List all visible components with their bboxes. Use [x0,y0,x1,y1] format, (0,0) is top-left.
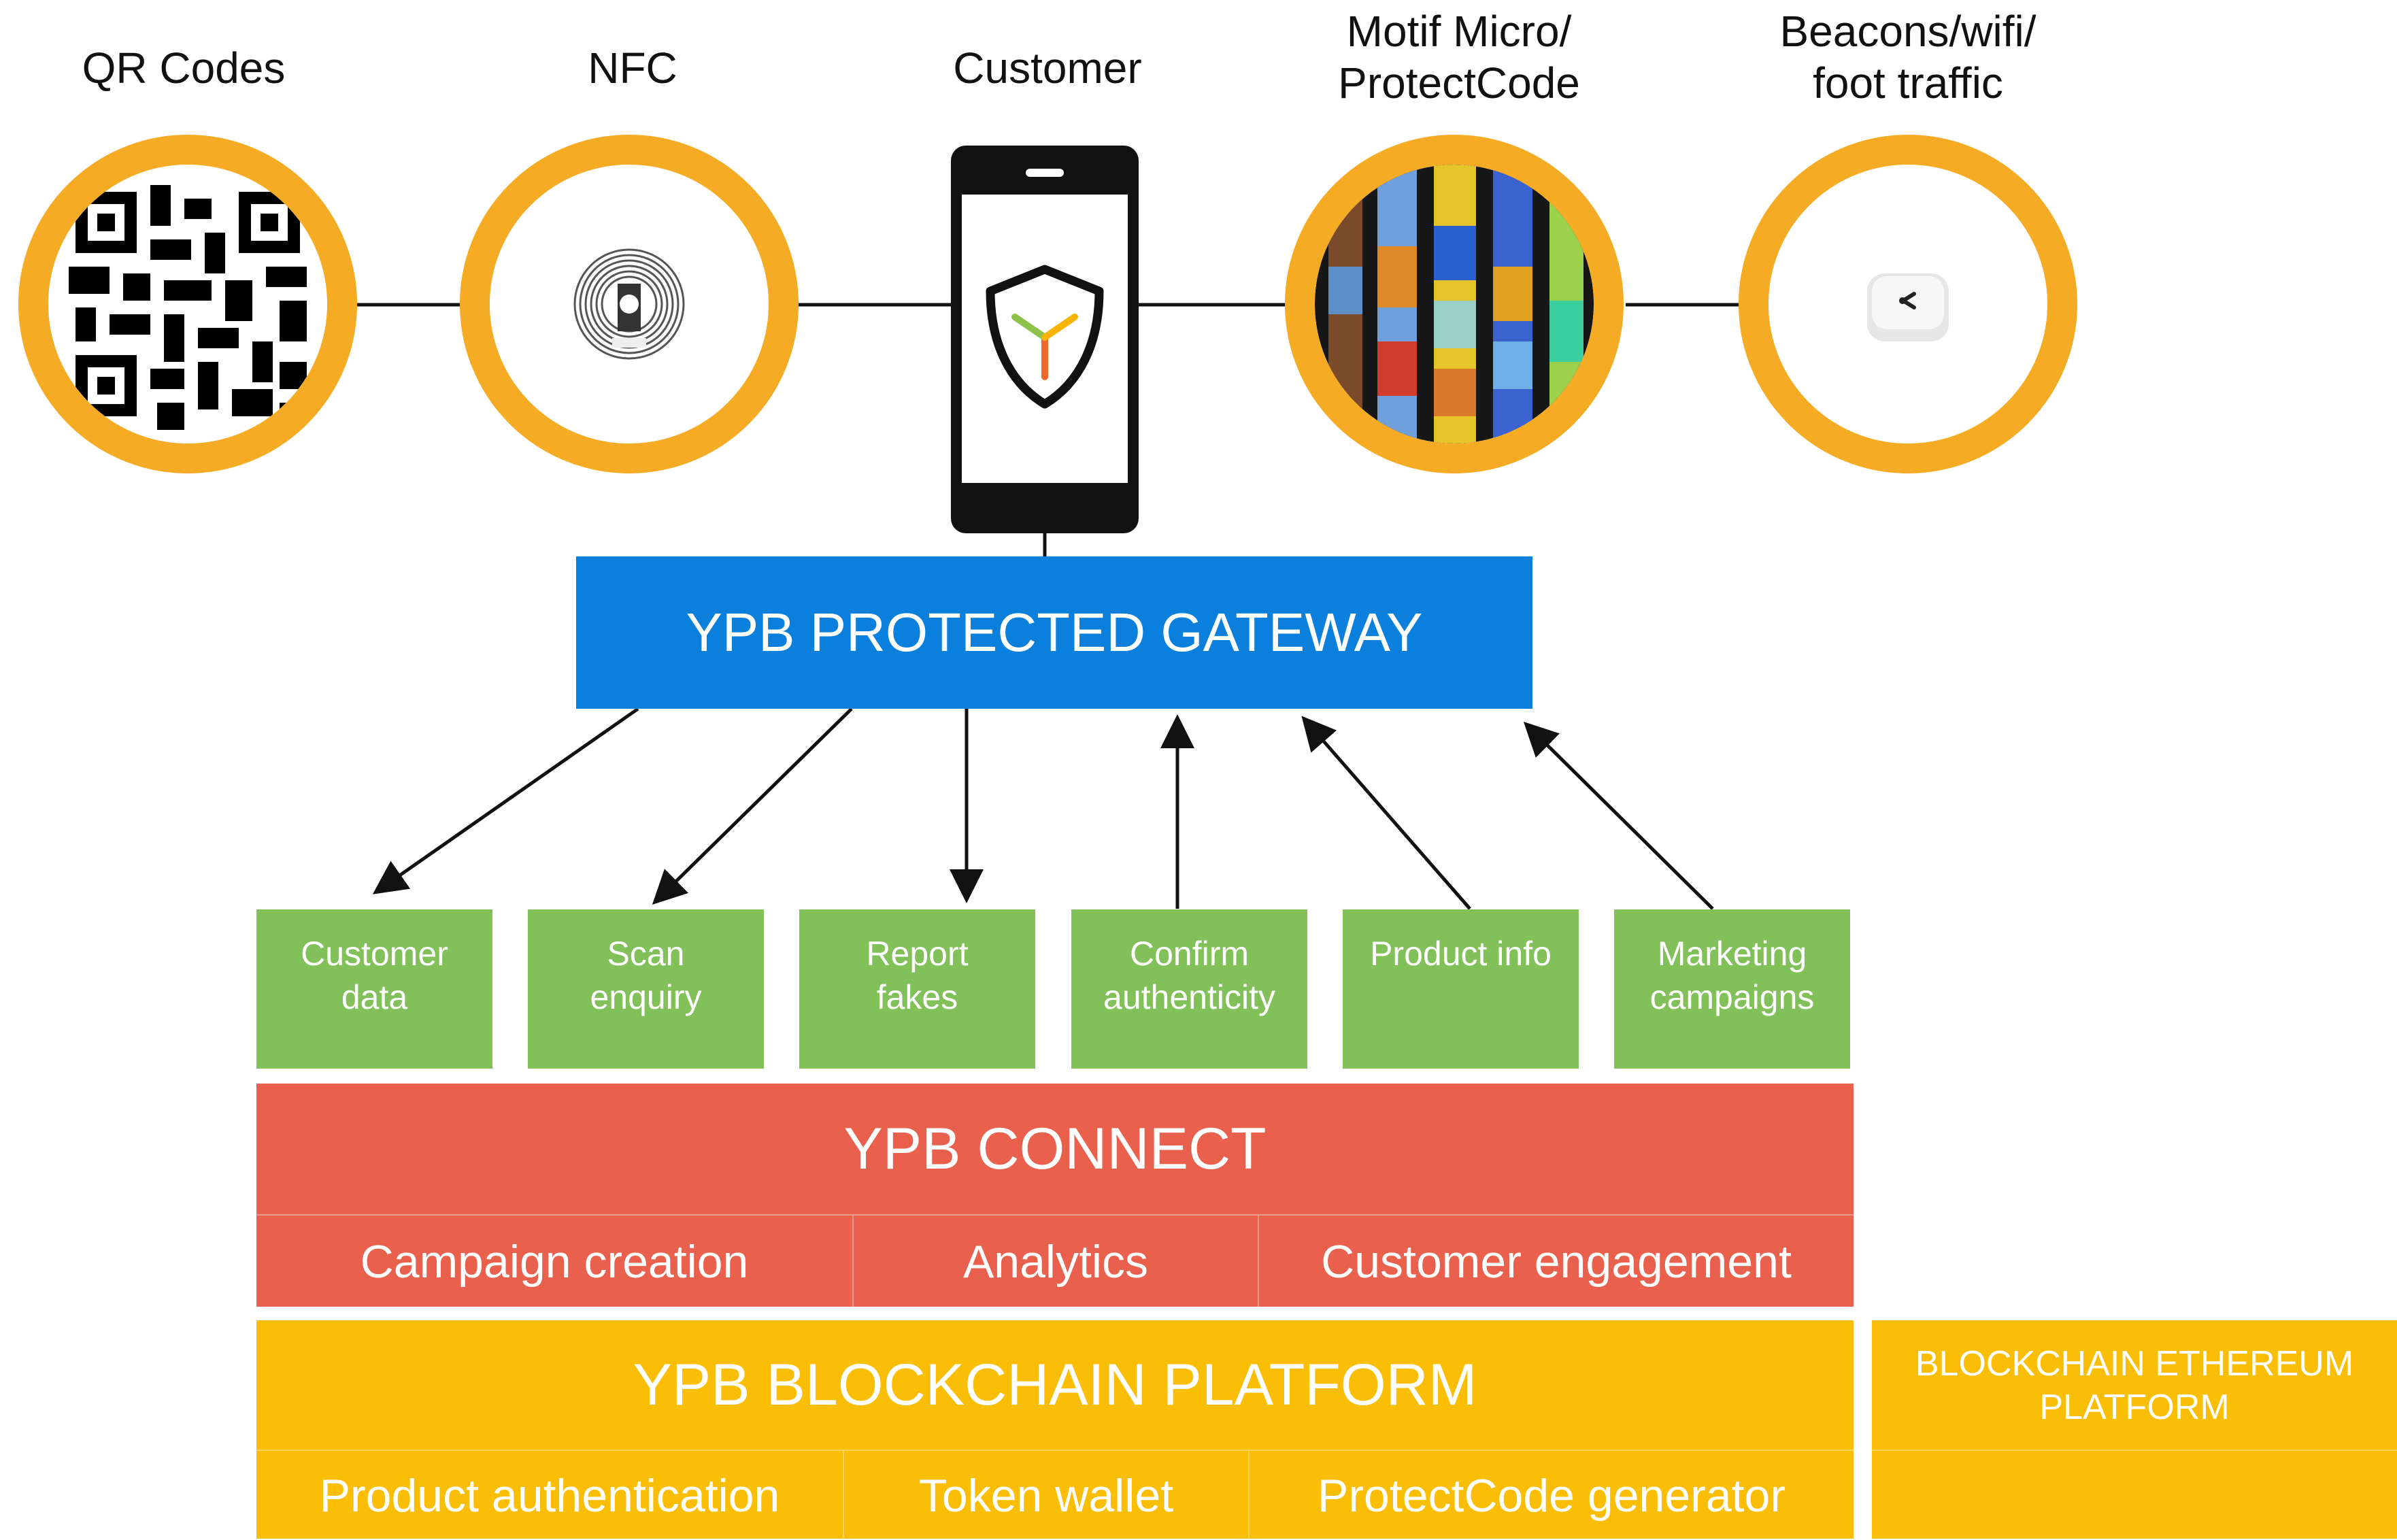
blockchain-modules-row: Product authentication Token wallet Prot… [256,1450,1854,1540]
top-label-customer: Customer [953,44,1142,93]
module-analytics: Analytics [852,1216,1258,1308]
top-label-motif-micro: Motif Micro/ ProtectCode [1338,7,1580,107]
ypb-blockchain-block: YPB BLOCKCHAIN PLATFORM Product authenti… [256,1320,1854,1540]
service-report-fakes: Report fakes [799,909,1035,1069]
ethereum-lower-row [1872,1450,2397,1540]
phone-speaker [1026,169,1064,177]
connect-modules-row: Campaign creation Analytics Customer eng… [256,1214,1854,1308]
shield-icon [986,265,1104,409]
top-label-nfc: NFC [588,44,677,93]
module-product-authentication: Product authentication [319,1469,780,1522]
ypb-connect-block: YPB CONNECT Campaign creation Analytics … [256,1084,1854,1308]
module-protectcode-generator: ProtectCode generator [1248,1451,1854,1540]
module-customer-engagement: Customer engagement [1258,1216,1854,1308]
beacon-device-icon [1867,273,1949,341]
service-product-info: Product info [1343,909,1579,1069]
flow-arrows [372,707,1714,910]
service-scan-enquiry: Scan enquiry [528,909,764,1069]
ethereum-platform-title: BLOCKCHAIN ETHEREUM PLATFORM [1915,1344,2354,1427]
qr-code-icon [48,165,327,443]
beacons-ring [1739,135,2077,473]
service-customer-data: Customer data [256,909,492,1069]
service-marketing-campaigns: Marketing campaigns [1614,909,1850,1069]
ypb-connect-title: YPB CONNECT [843,1116,1267,1182]
qr-code-ring [18,135,357,473]
module-token-wallet: Token wallet [843,1451,1248,1540]
top-label-qr-codes: QR Codes [82,44,286,93]
ypb-blockchain-title: YPB BLOCKCHAIN PLATFORM [633,1352,1477,1418]
smartphone [951,146,1139,533]
module-campaign-creation: Campaign creation [360,1236,749,1288]
protectcode-stripes-icon [1315,165,1594,443]
top-label-beacons: Beacons/wifi/ foot traffic [1779,7,2036,107]
service-confirm-authenticity: Confirm authenticity [1071,909,1307,1069]
ypb-protected-gateway: YPB PROTECTED GATEWAY [576,556,1532,709]
nfc-ring [460,135,799,473]
blockchain-ethereum-platform: BLOCKCHAIN ETHEREUM PLATFORM [1872,1320,2397,1539]
nfc-tag-icon [573,248,685,360]
motif-micro-ring [1285,135,1624,473]
phone-screen [962,195,1128,483]
